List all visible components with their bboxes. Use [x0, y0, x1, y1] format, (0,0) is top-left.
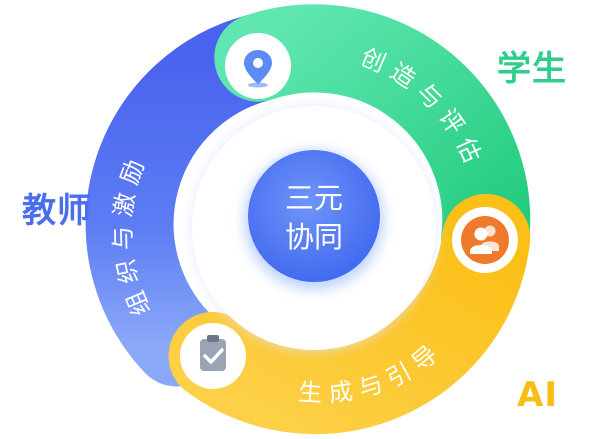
student-role-label: 学生	[497, 49, 567, 89]
center-title-line2: 协同	[285, 220, 343, 254]
users-icon	[452, 207, 518, 273]
center-title-line1: 三元	[285, 181, 343, 215]
ai-role-label: AI	[517, 375, 558, 415]
teacher-role-label: 教师	[22, 191, 92, 231]
clipboard-check-icon	[180, 323, 246, 389]
location-pin-icon	[225, 33, 291, 99]
center-disk	[248, 150, 380, 282]
ai-arc-segment	[168, 194, 531, 435]
teacher-arc-segment	[85, 13, 303, 387]
student-arc-segment	[214, 4, 531, 284]
